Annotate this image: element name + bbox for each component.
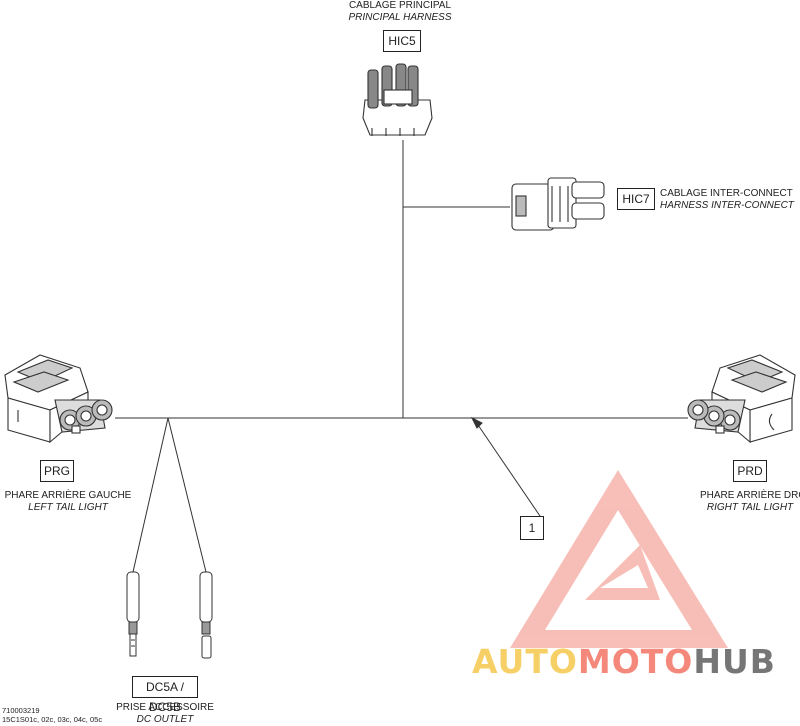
prd-code-box: PRD [733,460,767,482]
dc-label: PRISE ACCESSOIRE DC OUTLET [110,702,220,726]
dc-label-fr: PRISE ACCESSOIRE [116,702,214,713]
dc-code-box: DC5A / DC5B [132,676,198,714]
prd-connector-drawing [687,354,796,444]
prd-label-fr: PHARE ARRIÈRE DROIT [700,490,800,501]
prd-label: PHARE ARRIÈRE DROIT RIGHT TAIL LIGHT [700,490,800,514]
watermark-text: AUTOMOTOHUB [472,642,776,681]
prg-label-fr: PHARE ARRIÈRE GAUCHE [4,490,132,501]
hic5-code-box: HIC5 [383,30,421,52]
hic5-label: CABLAGE PRINCIPAL PRINCIPAL HARNESS [340,0,460,24]
hic5-label-en: PRINCIPAL HARNESS [348,12,452,23]
hic7-connector-drawing [511,177,605,231]
watermark-logo [510,470,728,648]
prg-connector-drawing [4,354,113,444]
watermark-auto: AUTO [472,642,578,681]
watermark-moto: MOTO [577,642,694,681]
model-codes: 15C1S01c, 02c, 03c, 04c, 05c [2,715,103,724]
wiring [115,140,688,573]
hic7-label-fr: CABLAGE INTER-CONNECT [660,188,793,199]
prg-code-box: PRG [40,460,74,482]
part-number: 710003219 [2,706,40,715]
hic5-label-fr: CABLAGE PRINCIPAL [348,0,452,11]
watermark-hub: HUB [693,642,776,681]
prg-label-en: LEFT TAIL LIGHT [28,502,108,513]
callout-1-box: 1 [520,516,544,540]
prd-label-en: RIGHT TAIL LIGHT [706,502,794,513]
hic7-label: CABLAGE INTER-CONNECT HARNESS INTER-CONN… [660,188,794,212]
dc-terminals-drawing [126,571,213,659]
hic5-connector-drawing [362,63,433,136]
dc-label-en: DC OUTLET [136,714,194,725]
prg-label: PHARE ARRIÈRE GAUCHE LEFT TAIL LIGHT [0,490,136,514]
hic7-label-en: HARNESS INTER-CONNECT [660,200,794,211]
hic7-code-box: HIC7 [617,188,655,210]
